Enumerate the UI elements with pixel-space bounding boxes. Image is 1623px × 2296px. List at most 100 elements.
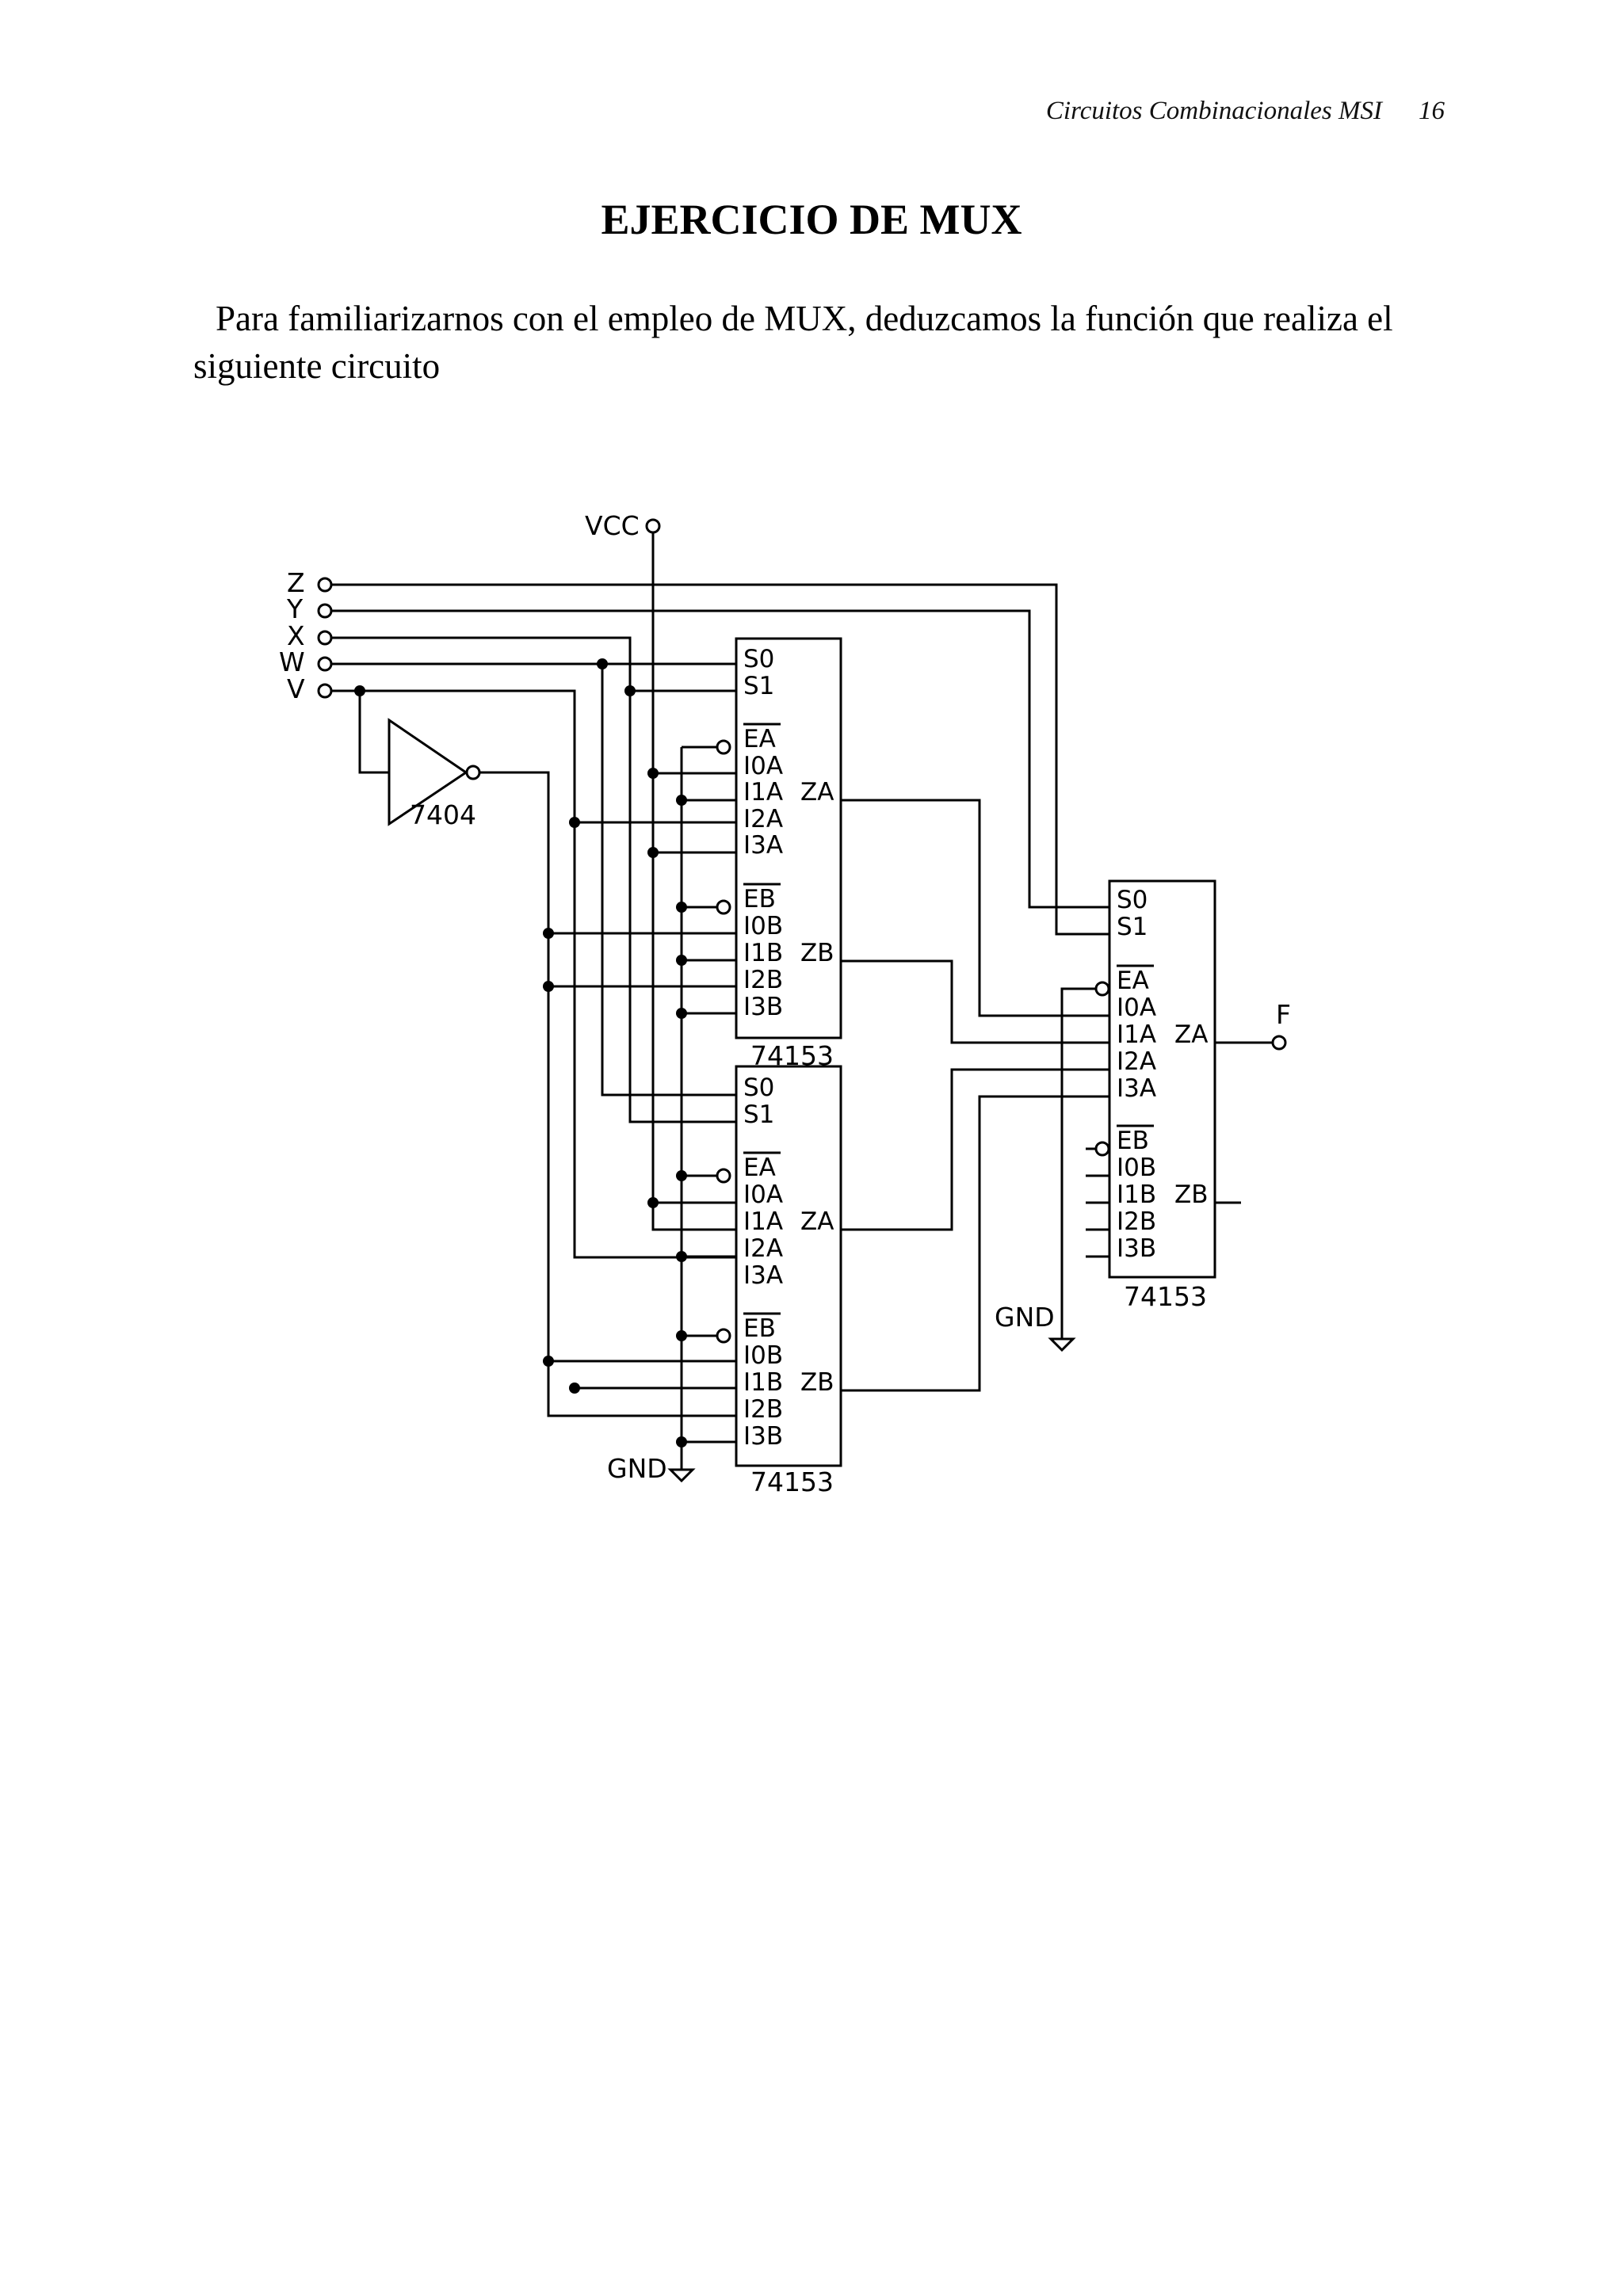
wire-chip3-ea-gnd	[1060, 987, 1096, 1339]
wire-x	[331, 636, 736, 1123]
input-w-label: W	[279, 646, 305, 677]
output-f-terminal	[1271, 1035, 1287, 1051]
junction-dot	[647, 768, 659, 779]
chip-2-pin-i1b: I1B	[743, 1368, 783, 1397]
wire-chip1-zb	[841, 959, 1109, 1044]
gnd-symbol-right	[1048, 1337, 1076, 1352]
section-title: Circuitos Combinacionales MSI	[1045, 97, 1382, 125]
chip-2-pin-s0: S0	[743, 1074, 774, 1102]
junction-dot	[676, 1330, 687, 1341]
chip-1-pin-i0a: I0A	[743, 752, 783, 780]
inverter-output-bubble	[465, 765, 481, 780]
chip-3-pin-s0: S0	[1117, 886, 1148, 914]
input-x-terminal	[317, 630, 333, 646]
vcc-terminal	[645, 518, 661, 534]
wire-chip1-za	[841, 799, 1109, 1017]
gnd-symbol-left	[667, 1468, 696, 1483]
gnd-label-right: GND	[995, 1302, 1055, 1333]
chip-1-pin-ea: EA	[743, 725, 776, 753]
chip-2-pin-i2b: I2B	[743, 1395, 783, 1424]
junction-dot	[676, 795, 687, 806]
chip-2-pin-i3a: I3A	[743, 1261, 783, 1290]
chip-1-pin-zb: ZB	[800, 939, 834, 967]
chip-1-pin-i3b: I3B	[743, 993, 783, 1021]
chip-3-pin-zb: ZB	[1174, 1180, 1209, 1209]
chip-1-pin-s0: S0	[743, 645, 774, 673]
chip-3-pin-i1a: I1A	[1117, 1020, 1156, 1049]
chip-2-ea-bubble	[716, 1168, 731, 1184]
chip-3-pin-i2b: I2B	[1117, 1207, 1156, 1236]
junction-dot	[354, 685, 365, 696]
junction-dot	[676, 902, 687, 913]
wire-v-to-inverter	[358, 691, 389, 774]
mux-chip-3	[1108, 879, 1216, 1279]
input-y-label: Y	[286, 593, 304, 624]
junction-dot	[676, 1008, 687, 1019]
chip-1-pin-za: ZA	[800, 778, 834, 807]
output-f-label: F	[1276, 999, 1291, 1030]
input-v-terminal	[317, 683, 333, 699]
input-x-label: X	[287, 620, 305, 651]
chip-2-pin-ea: EA	[743, 1154, 776, 1182]
chip-1-pin-i0b: I0B	[743, 912, 783, 940]
page-title: EJERCICIO DE MUX	[601, 196, 1022, 243]
running-header: Circuitos Combinacionales MSI 16	[1046, 97, 1445, 126]
intro-paragraph: Para familiarizarnos con el empleo de MU…	[193, 299, 1393, 386]
mux-chip-2	[735, 1065, 842, 1467]
junction-dot	[569, 817, 580, 828]
wire-chip2-zb	[841, 1095, 1109, 1392]
input-y-terminal	[317, 603, 333, 619]
chip-2-pin-s1: S1	[743, 1100, 774, 1129]
junction-dot	[543, 981, 554, 992]
chip-1-pin-i3a: I3A	[743, 831, 783, 860]
junction-dot	[624, 685, 636, 696]
chip-1-eb-bubble	[716, 899, 731, 915]
vcc-label: VCC	[585, 510, 640, 541]
chip-1-pin-i2b: I2B	[743, 966, 783, 994]
inverter-part-label: 7404	[410, 799, 476, 830]
chip-3-part-label: 74153	[1124, 1281, 1207, 1312]
wire-z	[331, 583, 1109, 936]
chip-2-pin-zb: ZB	[800, 1368, 834, 1397]
chip-2-pin-i2a: I2A	[743, 1234, 783, 1263]
junction-dot	[676, 1251, 687, 1262]
chip-2-pin-i1a: I1A	[743, 1207, 783, 1236]
wire-not-v	[479, 771, 736, 1417]
input-w-terminal	[317, 656, 333, 672]
chip-3-pin-i1b: I1B	[1117, 1180, 1156, 1209]
junction-dot	[647, 847, 659, 858]
chip-3-pin-i2a: I2A	[1117, 1047, 1156, 1076]
chip-2-eb-bubble	[716, 1328, 731, 1344]
chip-2-part-label: 74153	[750, 1466, 834, 1497]
chip-3-pin-eb: EB	[1117, 1127, 1149, 1155]
chip-1-pin-s1: S1	[743, 672, 774, 700]
chip-2-pin-eb: EB	[743, 1314, 776, 1343]
junction-dot	[647, 1197, 659, 1208]
junction-dot	[543, 1356, 554, 1367]
mux-chip-1	[735, 637, 842, 1039]
chip-2-pin-za: ZA	[800, 1207, 834, 1236]
chip-1-pin-i1b: I1B	[743, 939, 783, 967]
wire-y	[331, 609, 1109, 909]
input-z-label: Z	[287, 567, 305, 598]
vcc-bus	[651, 532, 736, 1231]
gnd-label-left: GND	[607, 1453, 667, 1484]
chip-3-pin-s1: S1	[1117, 913, 1148, 941]
input-v-label: V	[287, 673, 305, 704]
wire-v	[331, 689, 736, 1259]
chip-3-ea-bubble	[1094, 981, 1110, 997]
chip-3-pin-za: ZA	[1174, 1020, 1208, 1049]
chip-3-pin-i3b: I3B	[1117, 1234, 1156, 1263]
chip-1-pin-i2a: I2A	[743, 805, 783, 833]
chip-2-pin-i3b: I3B	[743, 1422, 783, 1451]
junction-dot	[543, 928, 554, 939]
chip-2-pin-i0b: I0B	[743, 1341, 783, 1370]
junction-dot	[569, 1383, 580, 1394]
junction-dot	[597, 658, 608, 669]
page-number: 16	[1419, 97, 1445, 125]
chip-1-pin-i1a: I1A	[743, 778, 783, 807]
chip-2-pin-i0a: I0A	[743, 1180, 783, 1209]
junction-dot	[676, 1170, 687, 1181]
chip-3-pin-i0a: I0A	[1117, 994, 1156, 1022]
